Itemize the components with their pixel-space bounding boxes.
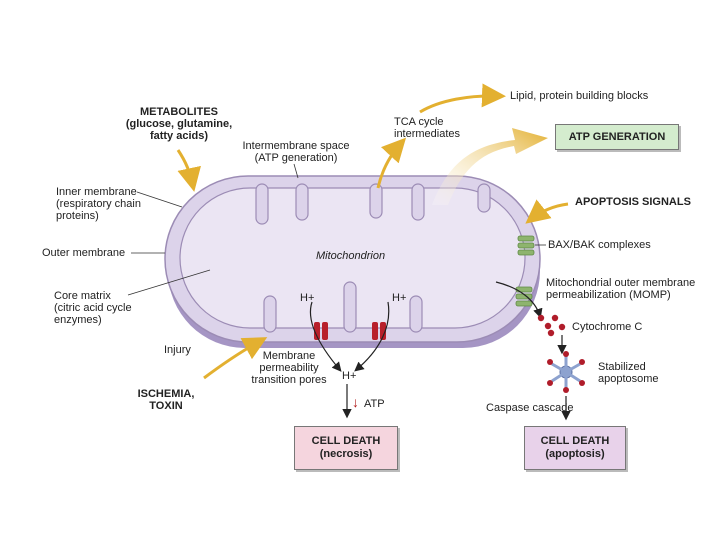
apoptosome-label: Stabilized apoptosome — [598, 361, 659, 385]
h-plus-bottom-label: H+ — [342, 370, 357, 382]
mitochondrion-label: Mitochondrion — [316, 250, 386, 262]
lipid-arrow — [419, 83, 506, 114]
cristae-bottom — [263, 281, 423, 333]
membrane-permeability-label: Membrane permeability transition pores — [251, 350, 327, 386]
tca-cycle-label: TCA cycle intermediates — [394, 116, 461, 140]
injury-label: Injury — [164, 344, 191, 356]
outer-membrane-label: Outer membrane — [42, 247, 126, 259]
atp-down-arrow-icon: ↓ — [352, 394, 359, 410]
lipid-protein-label: Lipid, protein building blocks — [510, 90, 649, 102]
proton-arrow-right — [354, 301, 390, 372]
cytochrome-c-label: Cytochrome C — [572, 321, 643, 333]
proton-arrow-left — [309, 301, 342, 372]
cristae-top — [255, 183, 491, 225]
bax-bak-label: BAX/BAK complexes — [548, 239, 651, 251]
permeability-pore-right — [372, 322, 386, 340]
metabolites-arrow — [176, 149, 201, 192]
atp-label: ATP — [364, 398, 385, 410]
inner-membrane-label: Inner membrane (respiratory chain protei… — [56, 186, 141, 222]
bax-bak-complex-lower — [515, 286, 533, 307]
ischemia-toxin-label: ISCHEMIA, TOXIN — [137, 388, 195, 412]
intermembrane-space-label: Intermembrane space (ATP generation) — [242, 140, 350, 164]
atp-generation-box: ATP GENERATION — [555, 124, 679, 150]
cell-death-apoptosis-box: CELL DEATH (apoptosis) — [524, 426, 626, 470]
injury-arrow — [203, 337, 268, 380]
h-plus-right-label: H+ — [392, 292, 407, 304]
cytochrome-c-dots — [537, 314, 566, 337]
momp-label: Mitochondrial outer membrane permeabiliz… — [546, 277, 696, 301]
momp-arrow — [495, 281, 543, 319]
core-matrix-label: Core matrix (citric acid cycle enzymes) — [54, 290, 132, 326]
atp-generation-arrow — [432, 128, 548, 205]
apoptosis-signals-label: APOPTOSIS SIGNALS — [575, 196, 691, 208]
leader-lines — [127, 163, 546, 296]
caspase-cascade-label: Caspase cascade — [486, 402, 574, 414]
apoptosome — [547, 351, 585, 393]
bax-bak-complex-upper — [517, 235, 535, 256]
tca-arrow — [376, 137, 407, 189]
cell-death-necrosis-box: CELL DEATH (necrosis) — [294, 426, 398, 470]
apoptosis-signals-arrow — [525, 199, 569, 224]
metabolites-label: METABOLITES (glucose, glutamine, fatty a… — [125, 106, 233, 142]
permeability-pore-left — [314, 322, 328, 340]
h-plus-left-label: H+ — [300, 292, 315, 304]
